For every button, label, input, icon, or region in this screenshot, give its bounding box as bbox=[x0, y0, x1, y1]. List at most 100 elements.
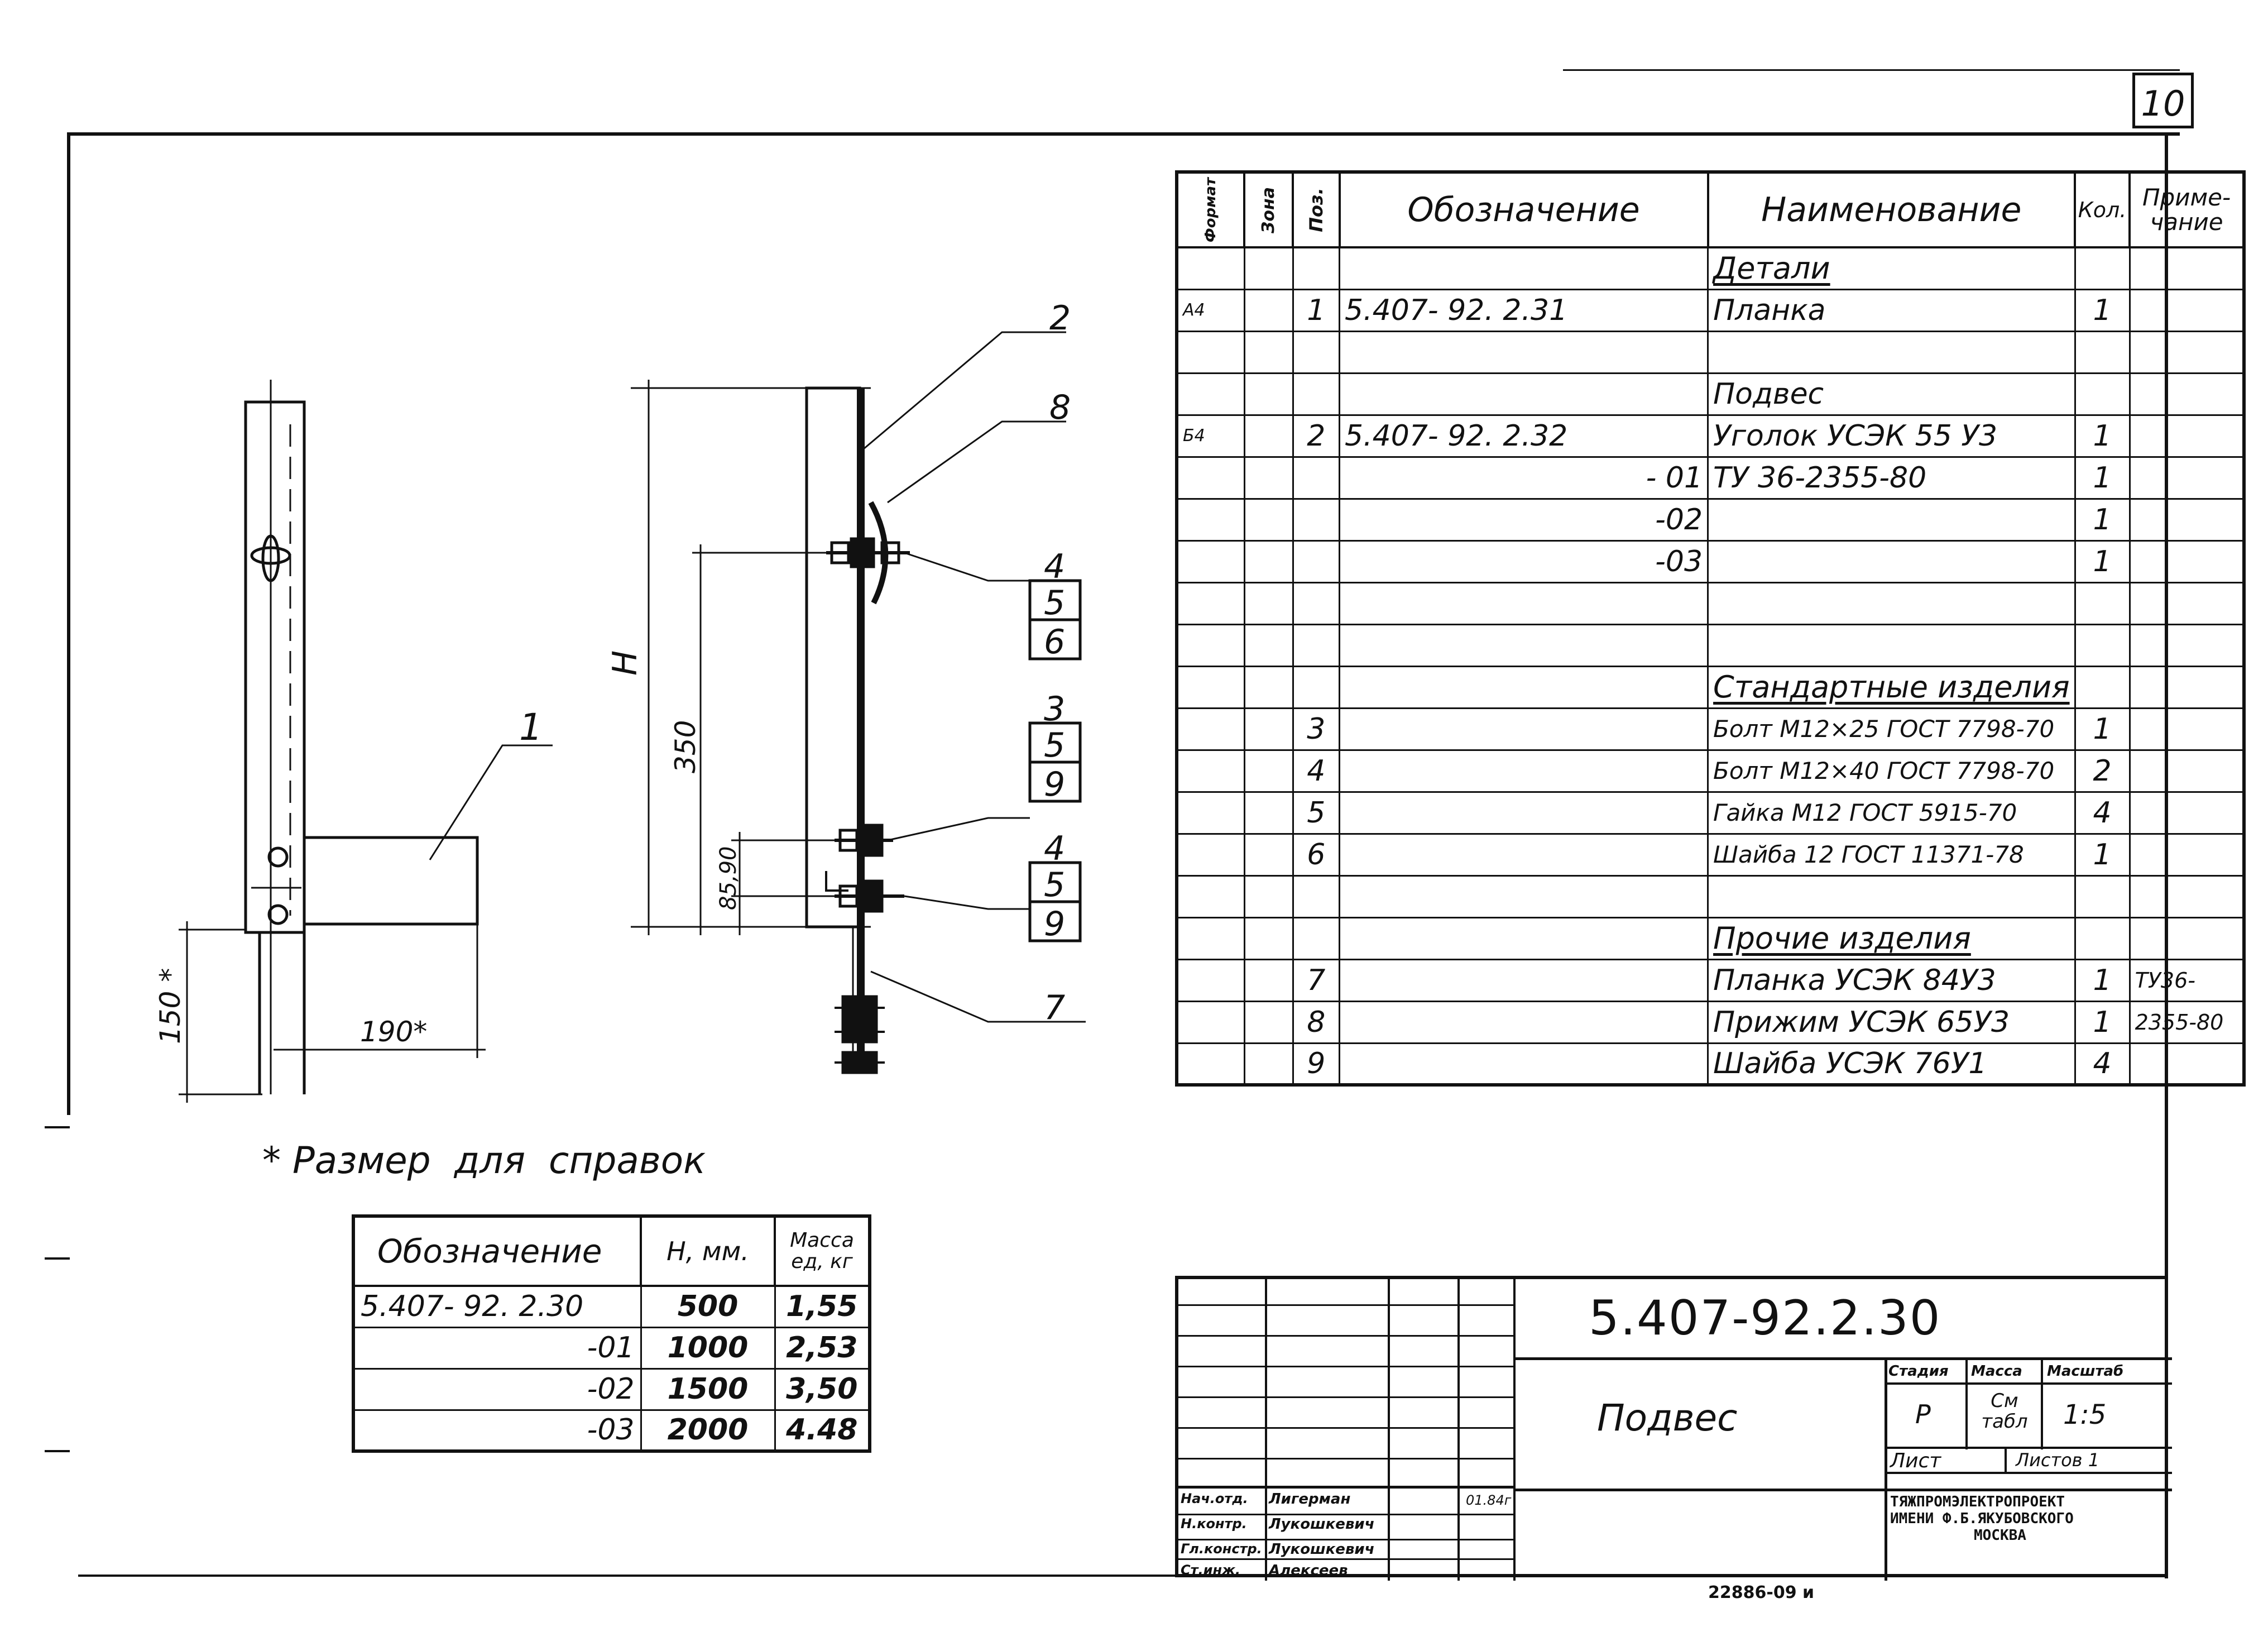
spec-cell-note bbox=[2128, 791, 2245, 835]
spec-cell-qty bbox=[2074, 372, 2131, 416]
frame-top-line bbox=[67, 132, 2180, 136]
spec-cell-qty bbox=[2074, 665, 2131, 709]
spec-cell-pos bbox=[1292, 497, 1341, 542]
spec-cell-qty: 1 bbox=[2074, 958, 2131, 1002]
spec-cell-format bbox=[1176, 958, 1245, 1002]
spec-cell-format: А4 bbox=[1176, 288, 1245, 332]
spec-cell-zone bbox=[1243, 832, 1294, 877]
mass-cell-h: 500 bbox=[640, 1285, 776, 1328]
spec-cell-designation bbox=[1339, 874, 1709, 918]
spec-cell-format bbox=[1176, 874, 1245, 918]
left-tick-2 bbox=[45, 1257, 70, 1260]
spec-cell-designation: -02 bbox=[1339, 497, 1709, 542]
mass-cell-h: 1000 bbox=[640, 1326, 776, 1370]
spec-cell-pos: 8 bbox=[1292, 1000, 1341, 1044]
spec-cell-name bbox=[1707, 539, 2076, 583]
mass-cell-mass: 1,55 bbox=[774, 1285, 871, 1328]
header-name: Наименование bbox=[1706, 171, 2077, 248]
spec-cell-note bbox=[2128, 623, 2245, 667]
scale-label: Масштаб bbox=[2047, 1363, 2124, 1380]
dim-85-90: 85,90 bbox=[716, 846, 741, 910]
spec-cell-pos bbox=[1292, 581, 1341, 625]
spec-cell-qty: 2 bbox=[2074, 749, 2131, 793]
spec-cell-name: Планка УСЭК 84У3 bbox=[1707, 958, 2076, 1002]
spec-cell-name bbox=[1707, 874, 2076, 918]
spec-cell-qty: 1 bbox=[2074, 539, 2131, 583]
spec-cell-qty: 1 bbox=[2074, 497, 2131, 542]
spec-cell-zone bbox=[1243, 330, 1294, 374]
spec-cell-zone bbox=[1243, 539, 1294, 583]
header-note: Приме-чание bbox=[2128, 171, 2246, 248]
bottom-line bbox=[78, 1575, 1753, 1577]
spec-cell-format bbox=[1176, 497, 1245, 542]
frame-left-line bbox=[67, 132, 70, 1115]
spec-cell-note bbox=[2128, 665, 2245, 709]
spec-cell-designation bbox=[1339, 916, 1709, 960]
spec-cell-qty bbox=[2074, 330, 2131, 374]
spec-cell-note bbox=[2128, 749, 2245, 793]
spec-cell-designation bbox=[1339, 1000, 1709, 1044]
spec-cell-pos: 4 bbox=[1292, 749, 1341, 793]
spec-cell-qty bbox=[2074, 581, 2131, 625]
scale-value: 1:5 bbox=[2063, 1399, 2107, 1430]
spec-cell-qty: 4 bbox=[2074, 791, 2131, 835]
sign-role: Н.контр. bbox=[1181, 1516, 1247, 1532]
spec-cell-name: Шайба 12 ГОСТ 11371-78 bbox=[1707, 832, 2076, 877]
technical-drawing: 2 8 4 5 6 3 5 9 4 5 9 7 1 H 350 85,90 15… bbox=[154, 299, 1086, 1103]
spec-cell-pos: 6 bbox=[1292, 832, 1341, 877]
spec-cell-note bbox=[2128, 832, 2245, 877]
spec-row: Детали bbox=[1176, 246, 2245, 290]
spec-cell-pos bbox=[1292, 372, 1341, 416]
spec-cell-zone bbox=[1243, 916, 1294, 960]
spec-cell-qty: 4 bbox=[2074, 1042, 2131, 1086]
callout-1: 1 bbox=[519, 706, 543, 749]
reference-note: * Размер для справок bbox=[262, 1139, 706, 1182]
mass-cell-designation: 5.407- 92. 2.30 bbox=[352, 1285, 642, 1328]
spec-cell-pos: 1 bbox=[1292, 288, 1341, 332]
title-block: 5.407-92.2.30 Подвес Стадия Масса Масшта… bbox=[1175, 1276, 2172, 1581]
spec-cell-note bbox=[2128, 707, 2245, 751]
sign-name: Алексеев bbox=[1269, 1562, 1348, 1579]
spec-row bbox=[1176, 581, 2245, 625]
mass-cell-mass: 4.48 bbox=[774, 1409, 871, 1452]
spec-cell-zone bbox=[1243, 791, 1294, 835]
sign-name: Лукошкевич bbox=[1269, 1541, 1375, 1558]
sheet-label: Лист bbox=[1890, 1449, 1941, 1472]
spec-cell-zone bbox=[1243, 497, 1294, 542]
header-qty: Кол. bbox=[2074, 171, 2131, 248]
spec-cell-zone bbox=[1243, 874, 1294, 918]
spec-cell-format bbox=[1176, 372, 1245, 416]
spec-cell-designation bbox=[1339, 832, 1709, 877]
stage-label: Стадия bbox=[1888, 1363, 1949, 1380]
spec-row: Прочие изделия bbox=[1176, 916, 2245, 960]
sheets-label: Листов 1 bbox=[2016, 1449, 2100, 1471]
sign-name: Лукошкевич bbox=[1269, 1516, 1375, 1533]
spec-cell-pos bbox=[1292, 456, 1341, 500]
spec-row bbox=[1176, 874, 2245, 918]
top-extra-line bbox=[1563, 69, 2180, 71]
spec-cell-qty: 1 bbox=[2074, 288, 2131, 332]
spec-cell-designation bbox=[1339, 581, 1709, 625]
spec-cell-format bbox=[1176, 916, 1245, 960]
spec-row: -02 1 bbox=[1176, 497, 2245, 542]
spec-cell-name: Уголок УСЭК 55 У3 bbox=[1707, 414, 2076, 458]
spec-cell-name bbox=[1707, 330, 2076, 374]
mass-header-h: Н, мм. bbox=[640, 1215, 776, 1287]
spec-cell-designation bbox=[1339, 707, 1709, 751]
spec-cell-format bbox=[1176, 246, 1245, 290]
mass-value: См табл bbox=[1981, 1390, 2028, 1433]
spec-cell-name bbox=[1707, 623, 2076, 667]
callout-9a: 9 bbox=[1044, 765, 1065, 804]
spec-cell-format bbox=[1176, 1042, 1245, 1086]
mass-cell-designation: -02 bbox=[352, 1367, 642, 1411]
spec-cell-pos bbox=[1292, 539, 1341, 583]
spec-cell-note bbox=[2128, 414, 2245, 458]
spec-cell-note bbox=[2128, 372, 2245, 416]
